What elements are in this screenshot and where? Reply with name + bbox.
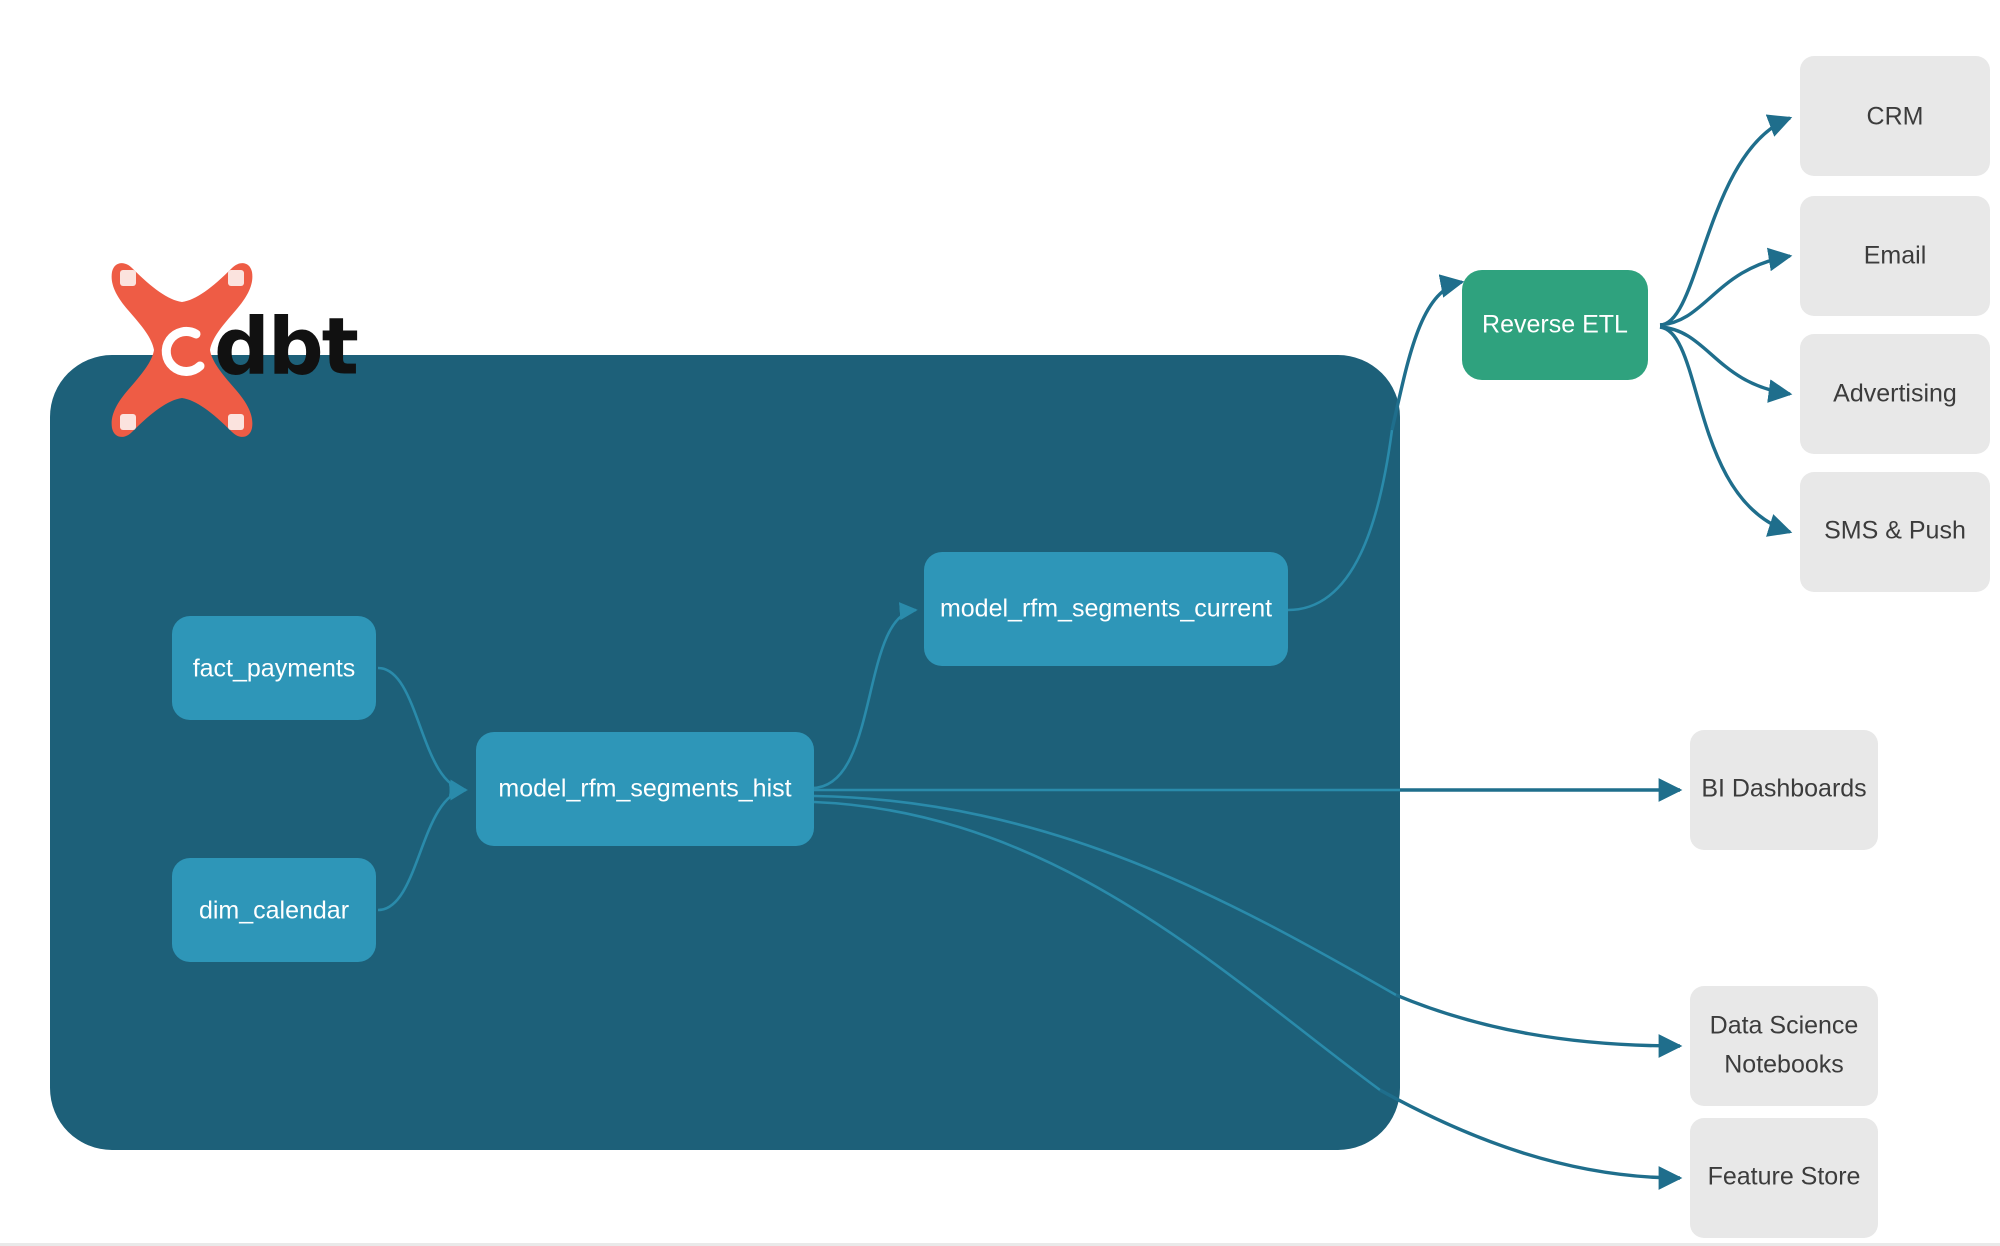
edge-reverse-etl-to-crm: [1659, 114, 1793, 327]
node-model-rfm-segments-hist-box[interactable]: [476, 732, 814, 846]
node-model-rfm-segments-current-label: model_rfm_segments_current: [940, 595, 1272, 623]
dbt-logo-tip-bottom-right: [228, 414, 244, 430]
edge-current-to-etl-internal: [1287, 429, 1394, 612]
node-crm-label: CRM: [1867, 103, 1924, 131]
node-reverse-etl-label: Reverse ETL: [1482, 311, 1628, 339]
node-feature-store-label: Feature Store: [1708, 1163, 1861, 1191]
node-sms-push-box[interactable]: [1800, 472, 1990, 592]
external-edges: [1379, 114, 1793, 1190]
node-dim-calendar[interactable]: dim_calendar: [172, 858, 376, 962]
node-data-science-notebooks-label-line2: Notebooks: [1724, 1051, 1844, 1079]
node-advertising-box[interactable]: [1800, 334, 1990, 454]
edge-hist-to-current: [811, 602, 918, 790]
node-bi-dashboards[interactable]: BI Dashboards: [1690, 730, 1878, 850]
dbt-logo-tip-bottom-left: [120, 414, 136, 430]
node-reverse-etl-box[interactable]: [1462, 270, 1648, 380]
edge-current-to-reverse-etl: [1390, 274, 1465, 431]
dbt-logo-c-arc: [161, 326, 205, 376]
internal-edges: [377, 429, 1400, 1092]
node-data-science-notebooks-box[interactable]: [1690, 986, 1878, 1106]
node-sms-push-label: SMS & Push: [1824, 517, 1966, 545]
dbt-logo-wordmark: dbt: [214, 302, 358, 392]
node-feature-store[interactable]: Feature Store: [1690, 1118, 1878, 1238]
node-model-rfm-segments-current-box[interactable]: [924, 552, 1288, 666]
node-fact-payments[interactable]: fact_payments: [172, 616, 376, 720]
node-email[interactable]: Email: [1800, 196, 1990, 316]
edge-reverse-etl-to-advertising: [1659, 325, 1793, 403]
edge-dim-calendar-to-hist: [377, 782, 468, 912]
node-model-rfm-segments-hist-label: model_rfm_segments_hist: [498, 775, 791, 803]
node-dim-calendar-label: dim_calendar: [199, 897, 349, 925]
node-dim-calendar-box[interactable]: [172, 858, 376, 962]
node-reverse-etl[interactable]: Reverse ETL: [1462, 270, 1648, 380]
node-bi-dashboards-label: BI Dashboards: [1701, 775, 1866, 803]
dbt-logo: dbt: [111, 263, 360, 437]
destination-nodes: CRM Email Advertising SMS & Push BI Dash…: [1690, 56, 1990, 1238]
edge-container-to-data-science-notebooks: [1395, 993, 1683, 1058]
dbt-logo-star-shape: [111, 263, 253, 437]
node-feature-store-box[interactable]: [1690, 1118, 1878, 1238]
node-advertising-label: Advertising: [1833, 380, 1957, 408]
node-model-rfm-segments-current[interactable]: model_rfm_segments_current: [924, 552, 1288, 666]
node-sms-push[interactable]: SMS & Push: [1800, 472, 1990, 592]
node-data-science-notebooks-label-line1: Data Science: [1710, 1012, 1859, 1040]
edge-hist-to-notebooks-internal: [813, 794, 1397, 997]
edge-container-to-feature-store: [1379, 1088, 1683, 1190]
node-fact-payments-label: fact_payments: [193, 655, 356, 683]
node-data-science-notebooks[interactable]: Data Science Notebooks: [1690, 986, 1878, 1106]
node-advertising[interactable]: Advertising: [1800, 334, 1990, 454]
edge-hist-to-feature-store-internal: [813, 800, 1381, 1092]
model-nodes: fact_payments dim_calendar model_rfm_seg…: [172, 552, 1288, 962]
node-email-label: Email: [1864, 242, 1927, 270]
edge-reverse-etl-to-email: [1659, 247, 1793, 327]
edge-reverse-etl-to-sms-push: [1659, 325, 1793, 537]
node-fact-payments-box[interactable]: [172, 616, 376, 720]
dbt-logo-tip-top-right: [228, 270, 244, 286]
node-email-box[interactable]: [1800, 196, 1990, 316]
node-crm-box[interactable]: [1800, 56, 1990, 176]
node-crm[interactable]: CRM: [1800, 56, 1990, 176]
bottom-divider: [0, 1243, 2000, 1246]
node-model-rfm-segments-hist[interactable]: model_rfm_segments_hist: [476, 732, 814, 846]
dbt-logo-tip-top-left: [120, 270, 136, 286]
dbt-logo-mark-icon: [111, 263, 253, 437]
node-bi-dashboards-box[interactable]: [1690, 730, 1878, 850]
